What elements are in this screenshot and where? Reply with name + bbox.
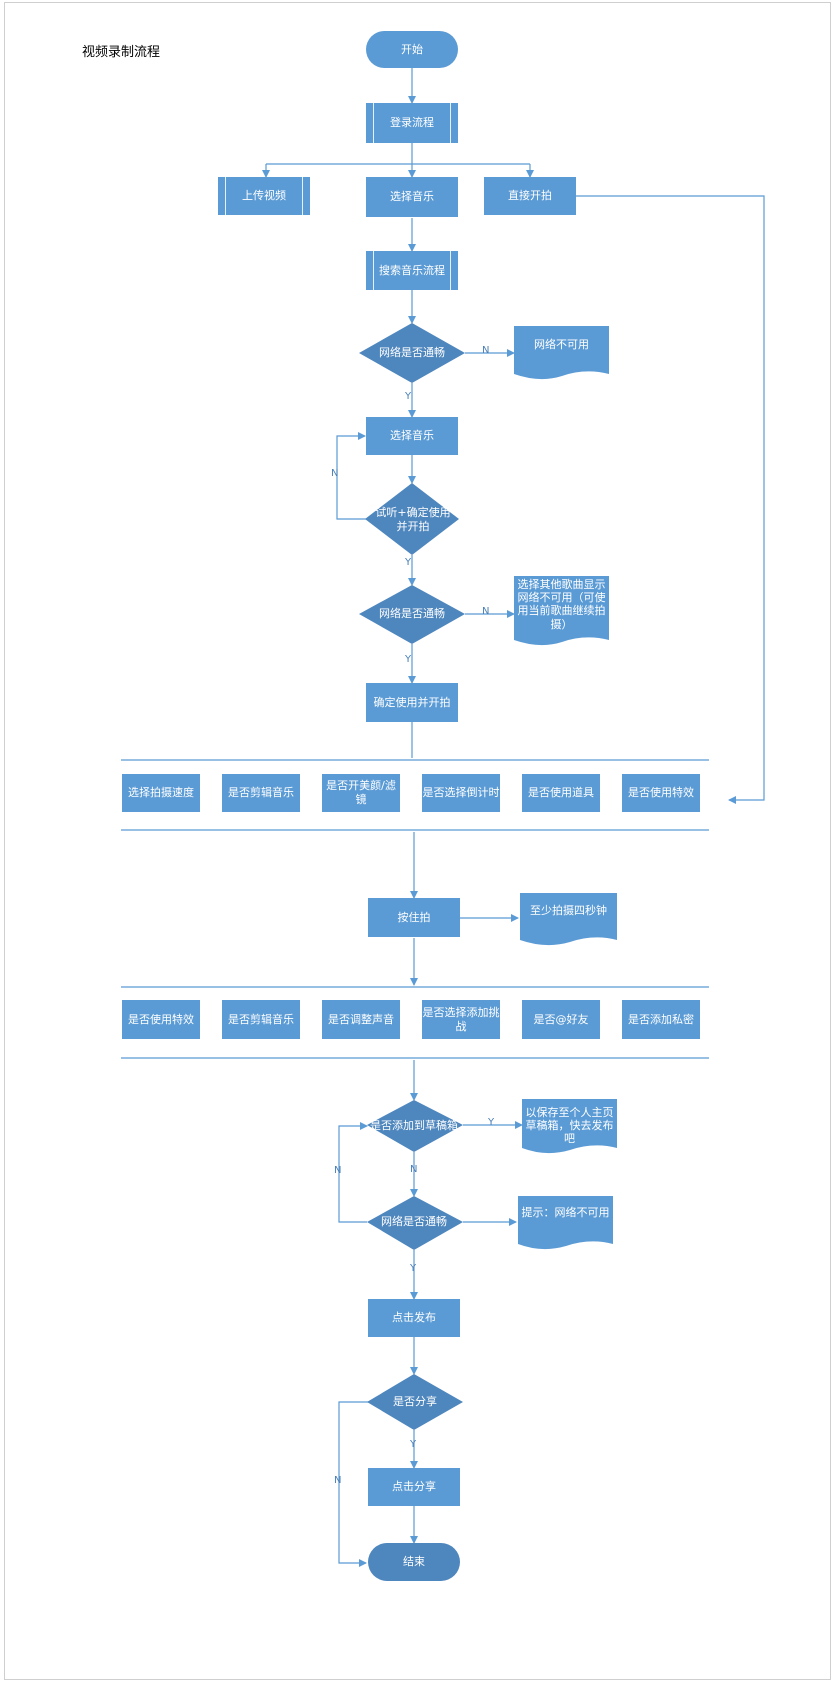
click-share-node: 点击分享 [368,1468,460,1506]
label-n-net2: N [482,606,490,617]
canvas-frame [4,2,831,1680]
end-node: 结束 [368,1543,460,1581]
option1-edit-music: 是否剪辑音乐 [222,774,300,812]
upload-video-node: 上传视频 [218,177,310,215]
decision-net-2 [359,585,465,644]
label-y-net3: Y [410,1263,417,1274]
diagram-title: 视频录制流程 [82,45,161,60]
decision-listen-label: 试听+确定使用并开拍 [375,506,451,533]
doc-hint-unavailable-label: 提示：网络不可用 [521,1206,610,1219]
option2-challenge: 是否选择添加挑战 [422,1000,500,1039]
option2-edit-music: 是否剪辑音乐 [222,1000,300,1039]
click-publish-node: 点击发布 [368,1299,460,1337]
decision-net-1 [359,323,465,383]
label-n-listen-loop: N [331,468,339,479]
confirm-shoot-node: 确定使用并开拍 [366,683,458,722]
start-node: 开始 [366,31,458,68]
search-music-process-node: 搜索音乐流程 [366,251,458,290]
decision-share [367,1374,463,1430]
doc-saved-draft-label: 以保存至个人主页草稿箱，快去发布吧 [525,1106,614,1146]
decision-listen [365,483,459,555]
label-n-net1: N [482,345,490,356]
decision-net-3 [367,1196,463,1250]
edge-share-no-end [338,1401,369,1567]
label-n-draft-down: N [410,1164,418,1175]
label-y-draft: Y [488,1117,495,1128]
label-y-listen: Y [405,557,412,568]
option2-private: 是否添加私密 [622,1000,700,1039]
label-n-draft-loop: N [334,1165,342,1176]
doc-net-unavailable-1-label: 网络不可用 [534,338,589,351]
hold-shoot-node: 按住拍 [368,898,460,937]
option2-adjust-sound: 是否调整声音 [322,1000,400,1039]
doc-min-four-sec [520,893,617,946]
label-n-share: N [334,1475,342,1486]
doc-min-four-sec-label: 至少拍摄四秒钟 [530,904,607,917]
doc-choose-other [514,576,609,646]
label-y-share: Y [410,1439,417,1450]
direct-shoot-node: 直接开拍 [484,177,576,215]
login-process-node: 登录流程 [366,103,458,143]
option1-countdown: 是否选择倒计时 [422,774,500,812]
doc-saved-draft [522,1099,617,1154]
option2-effects: 是否使用特效 [122,1000,200,1039]
choose-music-2-node: 选择音乐 [366,417,458,455]
option1-beauty-filter: 是否开美颜/滤镜 [322,774,400,812]
decision-share-label: 是否分享 [393,1395,437,1409]
option1-speed: 选择拍摄速度 [122,774,200,812]
option1-props: 是否使用道具 [522,774,600,812]
edge-listen-loop [336,432,367,520]
doc-net-unavailable-1 [514,326,609,380]
decision-net-1-label: 网络是否通畅 [379,346,445,360]
doc-choose-other-label: 选择其他歌曲显示网络不可用（可使用当前歌曲继续拍摄） [517,578,606,631]
doc-hint-unavailable [518,1196,613,1250]
decision-net-2-label: 网络是否通畅 [379,607,445,621]
choose-music-node: 选择音乐 [366,177,458,217]
decision-draft-label: 是否添加到草稿箱 [370,1119,458,1133]
edge-net3-loop [338,1122,368,1223]
label-y-net2: Y [405,654,412,665]
option2-mention-friend: 是否@好友 [522,1000,600,1039]
decision-draft [367,1100,463,1152]
decision-net-3-label: 网络是否通畅 [381,1215,447,1229]
edge-direct-options [576,195,765,804]
option1-effects: 是否使用特效 [622,774,700,812]
label-y-net1: Y [405,391,412,402]
